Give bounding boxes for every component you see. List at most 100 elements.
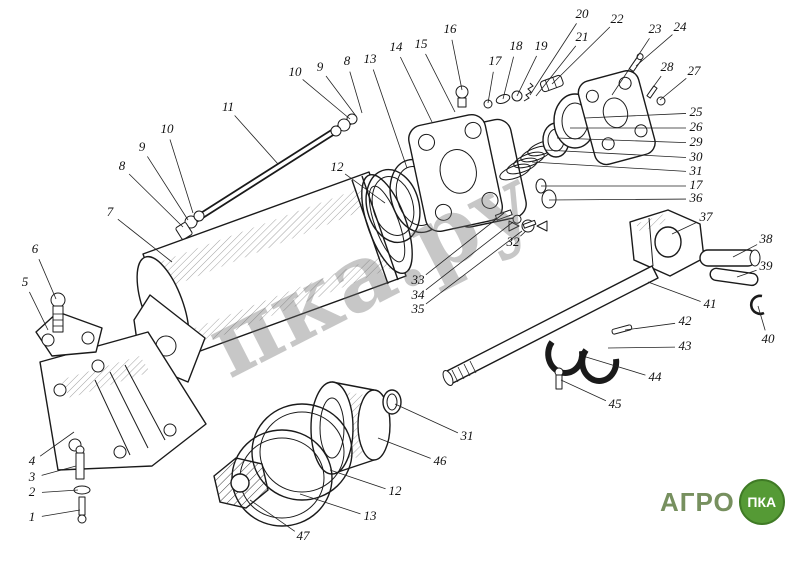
leader-line-12 [329, 469, 386, 490]
part-number-31: 31 [689, 163, 703, 178]
leader-line-43 [607, 346, 676, 349]
part-number-43: 43 [679, 338, 693, 353]
leader-line-42 [624, 322, 676, 331]
part-number-36: 36 [689, 190, 704, 205]
part-number-17: 17 [489, 53, 503, 68]
leader-line-6 [38, 259, 57, 300]
part-number-30: 30 [689, 149, 704, 164]
part-number-34: 34 [411, 287, 426, 302]
brand-logo-text: АГРО [660, 486, 735, 517]
spring-and-washers [499, 93, 597, 209]
leader-line-27 [659, 78, 687, 101]
part-number-3: 3 [28, 469, 36, 484]
part-number-8: 8 [119, 158, 126, 173]
leader-line-13 [299, 493, 361, 515]
part-number-10: 10 [289, 64, 303, 79]
part-number-10: 10 [161, 121, 175, 136]
leader-line-18 [502, 56, 514, 100]
part-number-14: 14 [390, 39, 404, 54]
part-number-12: 12 [331, 159, 345, 174]
leader-line-44 [585, 356, 646, 376]
leader-line-2 [41, 489, 79, 493]
part-number-6: 6 [32, 241, 39, 256]
lever-and-bolt [35, 292, 103, 357]
mounting-bracket [39, 331, 207, 471]
leader-line-39 [736, 269, 757, 278]
leader-line-23 [611, 38, 650, 96]
leader-line-33 [425, 212, 505, 276]
leader-line-13 [372, 69, 408, 169]
part-number-19: 19 [535, 38, 549, 53]
leader-line-22 [551, 26, 611, 85]
part-number-20: 20 [576, 6, 590, 21]
leader-line-38 [732, 244, 758, 258]
rear-cover-flange [577, 53, 666, 166]
leader-line-25 [584, 113, 687, 119]
leader-line-40 [757, 305, 766, 331]
small-fittings [455, 74, 564, 109]
leader-lines [29, 23, 766, 532]
part-number-9: 9 [317, 59, 324, 74]
part-number-9: 9 [139, 139, 146, 154]
part-number-37: 37 [699, 209, 714, 224]
part-number-24: 24 [674, 19, 688, 34]
leader-line-10 [169, 139, 194, 214]
part-number-29: 29 [690, 134, 704, 149]
part-number-27: 27 [688, 63, 702, 78]
leader-line-11 [234, 115, 279, 165]
leader-line-8 [128, 173, 184, 228]
part-number-35: 35 [411, 301, 426, 316]
leader-line-31 [394, 403, 459, 434]
part-number-16: 16 [444, 21, 458, 36]
leader-line-3 [41, 465, 77, 476]
leader-line-7 [117, 218, 173, 263]
leader-line-47 [249, 499, 296, 532]
leader-line-1 [41, 509, 81, 517]
clevis-and-pins [629, 209, 765, 316]
leader-line-15 [425, 53, 456, 113]
part-number-13: 13 [364, 508, 378, 523]
part-number-23: 23 [649, 21, 663, 36]
part-number-26: 26 [690, 119, 704, 134]
leader-line-36 [548, 198, 687, 201]
leader-line-37 [671, 221, 698, 235]
part-number-15: 15 [415, 36, 429, 51]
part-number-18: 18 [510, 38, 524, 53]
part-number-39: 39 [759, 258, 774, 273]
part-number-46: 46 [434, 453, 448, 468]
leader-line-4 [39, 431, 75, 457]
leader-line-20 [529, 23, 577, 96]
leader-line-8 [349, 71, 363, 114]
leader-line-21 [535, 45, 577, 97]
part-number-45: 45 [609, 396, 623, 411]
leader-line-29 [556, 137, 687, 144]
part-number-2: 2 [29, 484, 36, 499]
leader-line-5 [29, 291, 49, 331]
tie-rod [175, 113, 358, 240]
gland-flange [408, 113, 527, 233]
leader-line-14 [400, 56, 433, 123]
leader-line-9 [325, 75, 357, 117]
part-number-11: 11 [222, 99, 234, 114]
part-number-4: 4 [29, 453, 36, 468]
leader-line-35 [425, 230, 523, 305]
half-rings [545, 324, 633, 390]
piston-rod [442, 265, 659, 386]
leader-line-12 [344, 173, 386, 204]
leader-line-9 [147, 156, 189, 221]
leader-line-45 [560, 379, 607, 402]
part-number-1: 1 [29, 509, 36, 524]
piston-seal-rings [213, 403, 353, 527]
leader-line-28 [650, 75, 662, 91]
part-number-5: 5 [22, 274, 29, 289]
part-number-12: 12 [389, 483, 403, 498]
part-number-8: 8 [344, 53, 351, 68]
leader-line-24 [635, 34, 673, 67]
leader-line-10 [302, 79, 351, 120]
cylinder-body [133, 171, 413, 383]
part-number-32: 32 [506, 234, 521, 249]
part-number-40: 40 [762, 331, 776, 346]
leader-line-16 [451, 39, 463, 91]
